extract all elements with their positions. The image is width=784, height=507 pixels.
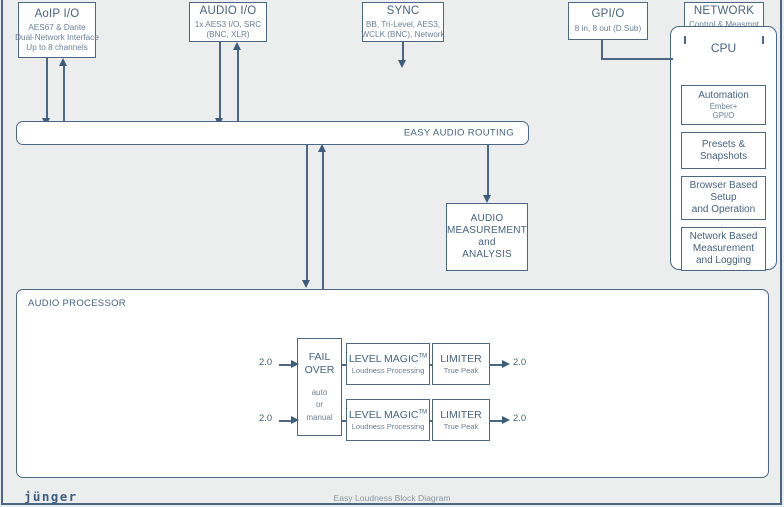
level-magic-2-title: LEVEL MAGICTM [348, 408, 428, 421]
cpu-item-network-measurement[interactable]: Network Based Measurement and Logging [681, 227, 766, 271]
fail-over-line2: OVER [304, 364, 335, 377]
block-sync[interactable]: SYNC BB, Tri-Level, AES3, WCLK (BNC), Ne… [361, 2, 445, 42]
connector-lm1-limiter1 [430, 364, 433, 366]
level-magic-2-tm: TM [418, 409, 428, 416]
limiter-2-title: LIMITER [440, 408, 482, 421]
connector-output2-arrow [502, 416, 510, 424]
connector-sync-down-arrow [398, 60, 406, 68]
cpu-item-presets-title: Presets & [701, 138, 746, 150]
limiter-1-sub: True Peak [443, 366, 479, 376]
junger-logo: jünger [24, 489, 78, 504]
connector-output1-line [490, 364, 504, 366]
connector-input1-line [279, 364, 293, 366]
block-sync-desc: BB, Tri-Level, AES3, WCLK (BNC), Network [361, 20, 445, 39]
block-aoip-io-title: AoIP I/O [34, 7, 80, 20]
cpu-item-automation-title: Automation [698, 89, 749, 101]
connector-aoip-up-line [63, 66, 65, 126]
block-audio-io-title: AUDIO I/O [199, 4, 257, 17]
cpu-item-netmeas-line2: and Logging [695, 255, 752, 266]
block-level-magic-1[interactable]: LEVEL MAGICTM Loudness Processing [346, 343, 430, 385]
level-magic-1-sub: Loudness Processing [351, 366, 425, 376]
connector-audioio-up-line [237, 50, 239, 126]
connector-audioio-down-line [219, 42, 221, 120]
connector-aoip-up-arrow [59, 58, 67, 66]
fail-over-mode2: or [315, 400, 324, 410]
measurement-line2: MEASUREMENT [447, 225, 527, 237]
input-label-2: 2.0 [259, 413, 273, 424]
fail-over-mode: auto or manual [298, 387, 341, 424]
block-aoip-io[interactable]: AoIP I/O AES67 & Dante Dual-Network Inte… [15, 2, 99, 58]
output-label-1: 2.0 [513, 357, 527, 368]
diagram-caption: Easy Loudness Block Diagram [333, 493, 451, 503]
connector-sync-down-line [402, 42, 404, 62]
block-limiter-2[interactable]: LIMITER True Peak [432, 399, 490, 441]
connector-audioio-up-arrow [233, 42, 241, 50]
output-label-2: 2.0 [513, 413, 527, 424]
fail-over-mode3: manual [306, 412, 333, 422]
block-gpio[interactable]: GPI/O 8 in, 8 out (D.Sub) [568, 2, 648, 40]
cpu-item-presets-snapshots[interactable]: Presets & Snapshots [681, 132, 766, 169]
connector-input1-arrow [291, 360, 299, 368]
connector-network-right-stub [762, 36, 764, 44]
block-audio-measurement[interactable]: AUDIO MEASUREMENT and ANALYSIS [446, 203, 528, 271]
limiter-2-sub: True Peak [443, 422, 479, 432]
block-network-title: NETWORK [693, 4, 755, 17]
block-gpio-title: GPI/O [591, 8, 625, 21]
connector-routing-measurement-line [487, 145, 489, 197]
audio-processor-title: AUDIO PROCESSOR [28, 298, 126, 309]
connector-failover-lm1 [342, 364, 347, 366]
fail-over-title: FAIL OVER [298, 351, 341, 377]
cpu-item-browser-title: Browser Based [689, 180, 758, 191]
connector-output1-arrow [502, 360, 510, 368]
connector-gpio-down-line [601, 40, 603, 59]
measurement-line1: AUDIO [470, 213, 504, 225]
connector-routing-processor-down-line [306, 145, 308, 282]
connector-aoip-down-line [46, 58, 48, 120]
cpu-item-netmeas-line1: Measurement [692, 243, 755, 254]
fail-over-line1: FAIL [308, 351, 331, 363]
connector-gpio-right-line [601, 58, 673, 60]
connector-routing-measurement-arrow [483, 195, 491, 203]
block-audio-io[interactable]: AUDIO I/O 1x AES3 I/O, SRC (BNC, XLR) [189, 2, 267, 42]
connector-output2-line [490, 420, 504, 422]
connector-processor-routing-up-arrow [318, 144, 326, 152]
limiter-1-title: LIMITER [440, 352, 482, 365]
cpu-item-browser-based-setup[interactable]: Browser Based Setup and Operation [681, 176, 766, 220]
input-label-1: 2.0 [259, 357, 273, 368]
block-aoip-io-desc: AES67 & Dante Dual-Network Interface Up … [15, 23, 99, 52]
level-magic-2-sub: Loudness Processing [351, 422, 425, 432]
connector-failover-lm2 [342, 420, 347, 422]
cpu-item-browser-line1: Setup [710, 192, 737, 203]
fail-over-mode1: auto [311, 388, 328, 397]
easy-audio-routing-label: EASY AUDIO ROUTING [403, 127, 514, 139]
measurement-line3: and [478, 237, 496, 248]
block-audio-io-desc: 1x AES3 I/O, SRC (BNC, XLR) [194, 20, 262, 39]
connector-routing-processor-down-arrow [302, 280, 310, 288]
connector-processor-routing-up-line [322, 152, 324, 290]
block-gpio-desc: 8 in, 8 out (D.Sub) [574, 23, 642, 33]
cpu-item-presets-title2: Snapshots [699, 150, 748, 162]
connector-input2-line [279, 420, 293, 422]
block-limiter-1[interactable]: LIMITER True Peak [432, 343, 490, 385]
easy-audio-routing-bar[interactable]: EASY AUDIO ROUTING [16, 121, 529, 145]
cpu-item-automation-line2: GPI/O [712, 111, 735, 120]
connector-network-left-stub [684, 36, 686, 44]
measurement-line4: ANALYSIS [462, 248, 512, 260]
block-sync-title: SYNC [386, 4, 420, 17]
cpu-item-automation-line1: Ember+ [709, 101, 738, 111]
cpu-item-netmeas-title: Network Based [689, 231, 758, 242]
cpu-item-automation[interactable]: Automation Ember+ GPI/O [681, 85, 766, 125]
cpu-item-browser-line2: and Operation [691, 204, 756, 215]
cpu-title: CPU [710, 41, 737, 55]
block-fail-over[interactable]: FAIL OVER auto or manual [297, 338, 342, 436]
level-magic-1-tm: TM [418, 353, 428, 360]
block-level-magic-2[interactable]: LEVEL MAGICTM Loudness Processing [346, 399, 430, 441]
level-magic-1-title: LEVEL MAGICTM [348, 352, 428, 365]
connector-input2-arrow [291, 416, 299, 424]
connector-lm2-limiter2 [430, 420, 433, 422]
cpu-panel: CPU Automation Ember+ GPI/O Presets & Sn… [670, 26, 777, 271]
